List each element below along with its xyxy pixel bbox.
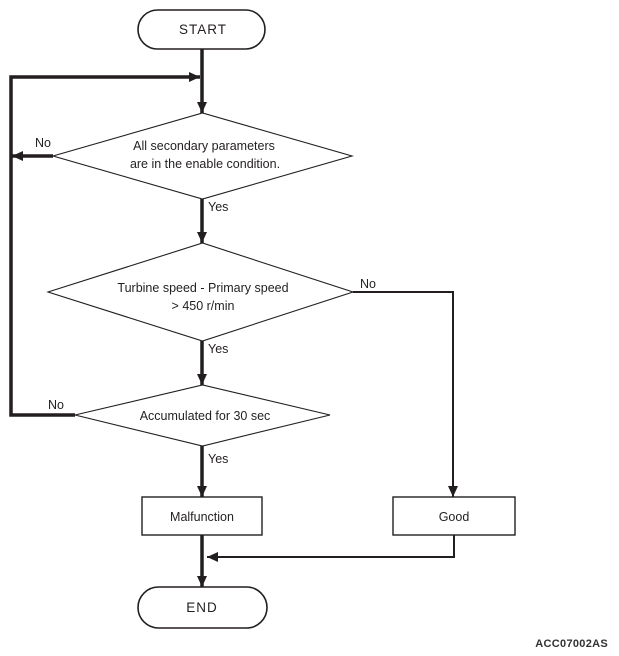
start-label: START [179, 22, 227, 37]
end-label: END [186, 600, 218, 615]
branch-yes3-label: Yes [208, 452, 228, 466]
start-node [137, 9, 266, 50]
decision-secondary-params-node [51, 112, 354, 200]
decision-turbine-speed-line2: > 450 r/min [172, 299, 235, 313]
edge-good-merge [207, 535, 455, 562]
end-node [137, 586, 268, 629]
decision-turbine-speed-node [46, 242, 355, 342]
good-label: Good [439, 510, 470, 524]
edge-feedback-loop [9, 72, 200, 417]
figure-code: ACC07002AS [535, 638, 608, 650]
decision-accumulated-node [74, 384, 331, 447]
branch-no1-label: No [35, 136, 51, 150]
branch-no3-label: No [48, 398, 64, 412]
decision-secondary-params-line1: All secondary parameters [133, 139, 275, 153]
malfunction-label: Malfunction [170, 510, 234, 524]
branch-yes2-label: Yes [208, 342, 228, 356]
decision-secondary-params-line2: are in the enable condition. [130, 157, 280, 171]
decision-accumulated-label: Accumulated for 30 sec [140, 409, 271, 423]
decision-turbine-speed-line1: Turbine speed - Primary speed [117, 281, 288, 295]
edge-decision2-no [353, 291, 458, 497]
branch-no2-label: No [360, 277, 376, 291]
good-node [392, 496, 516, 536]
malfunction-node [141, 496, 263, 536]
branch-yes1-label: Yes [208, 200, 228, 214]
